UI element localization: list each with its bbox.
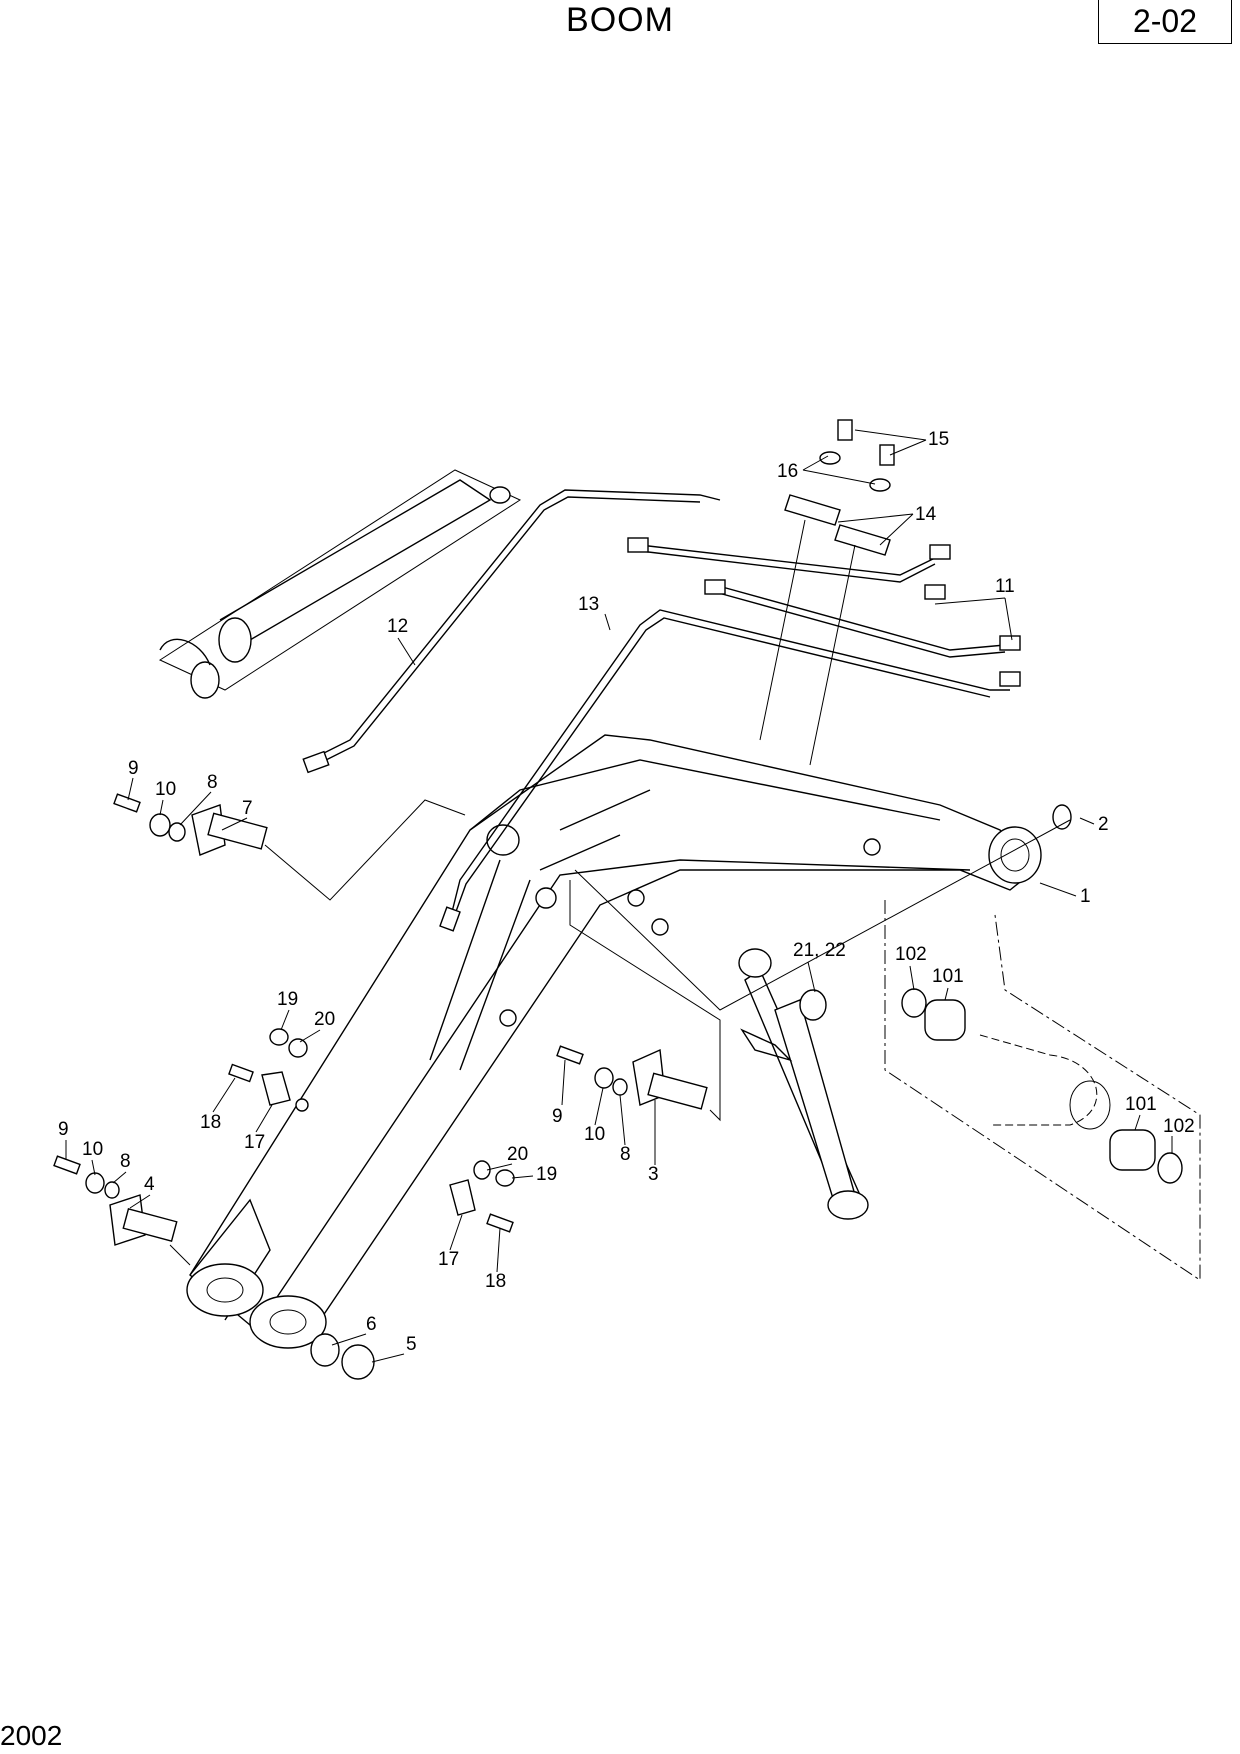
callout-5: 5 [406, 1334, 417, 1355]
callout-102: 102 [895, 944, 927, 965]
callout-8: 8 [620, 1144, 631, 1165]
callout-14: 14 [915, 504, 937, 525]
callout-19: 19 [536, 1164, 557, 1185]
pin-group-4 [53, 1155, 191, 1266]
callout-6: 6 [366, 1314, 377, 1335]
callout-21-22: 21, 22 [793, 940, 846, 961]
callout-10: 10 [155, 779, 176, 800]
boom-body [186, 734, 1042, 1349]
arm-cylinder [738, 948, 869, 1220]
callout-19: 19 [277, 989, 298, 1010]
callout-20: 20 [507, 1144, 528, 1165]
clamp-group-left [228, 1028, 309, 1112]
page-footer-code: 2002 [0, 1720, 63, 1751]
callout-10: 10 [82, 1139, 103, 1160]
hydraulic-pipes [302, 489, 1021, 932]
callout-2: 2 [1098, 814, 1109, 835]
page-number-box: 2-02 [1098, 0, 1232, 44]
callout-20: 20 [314, 1009, 335, 1030]
callout-101: 101 [1125, 1094, 1157, 1115]
pin-group-7 [113, 793, 466, 901]
callout-10: 10 [584, 1124, 605, 1145]
clamp-group-right [449, 1160, 515, 1233]
callout-101: 101 [932, 966, 964, 987]
callout-1: 1 [1080, 886, 1091, 907]
bushing-group [884, 900, 1201, 1281]
callout-8: 8 [120, 1151, 131, 1172]
callout-11: 11 [995, 576, 1015, 597]
callout-13: 13 [578, 594, 599, 615]
callout-7: 7 [242, 798, 253, 819]
callout-9: 9 [128, 758, 139, 779]
callout-16: 16 [777, 461, 798, 482]
callout-3: 3 [648, 1164, 659, 1185]
pipe-clamps-top [759, 419, 895, 766]
callout-4: 4 [144, 1174, 155, 1195]
callout-9: 9 [58, 1119, 69, 1140]
callout-9: 9 [552, 1106, 563, 1127]
pin-group-3 [556, 880, 721, 1122]
boom-cylinder [158, 469, 522, 699]
callout-12: 12 [387, 616, 408, 637]
page-title: BOOM [566, 1, 674, 39]
callout-17: 17 [244, 1132, 265, 1153]
leader-lines [65, 429, 1173, 1363]
callout-102: 102 [1163, 1116, 1195, 1137]
callout-17: 17 [438, 1249, 459, 1270]
callout-15: 15 [928, 429, 949, 450]
callout-18: 18 [200, 1112, 221, 1133]
callout-18: 18 [485, 1271, 506, 1292]
callout-8: 8 [207, 772, 218, 793]
washer-nut-group [310, 804, 1072, 1380]
callout-labels: 15 16 14 11 13 12 9 10 8 7 2 1 21, 22 10… [58, 429, 1195, 1355]
